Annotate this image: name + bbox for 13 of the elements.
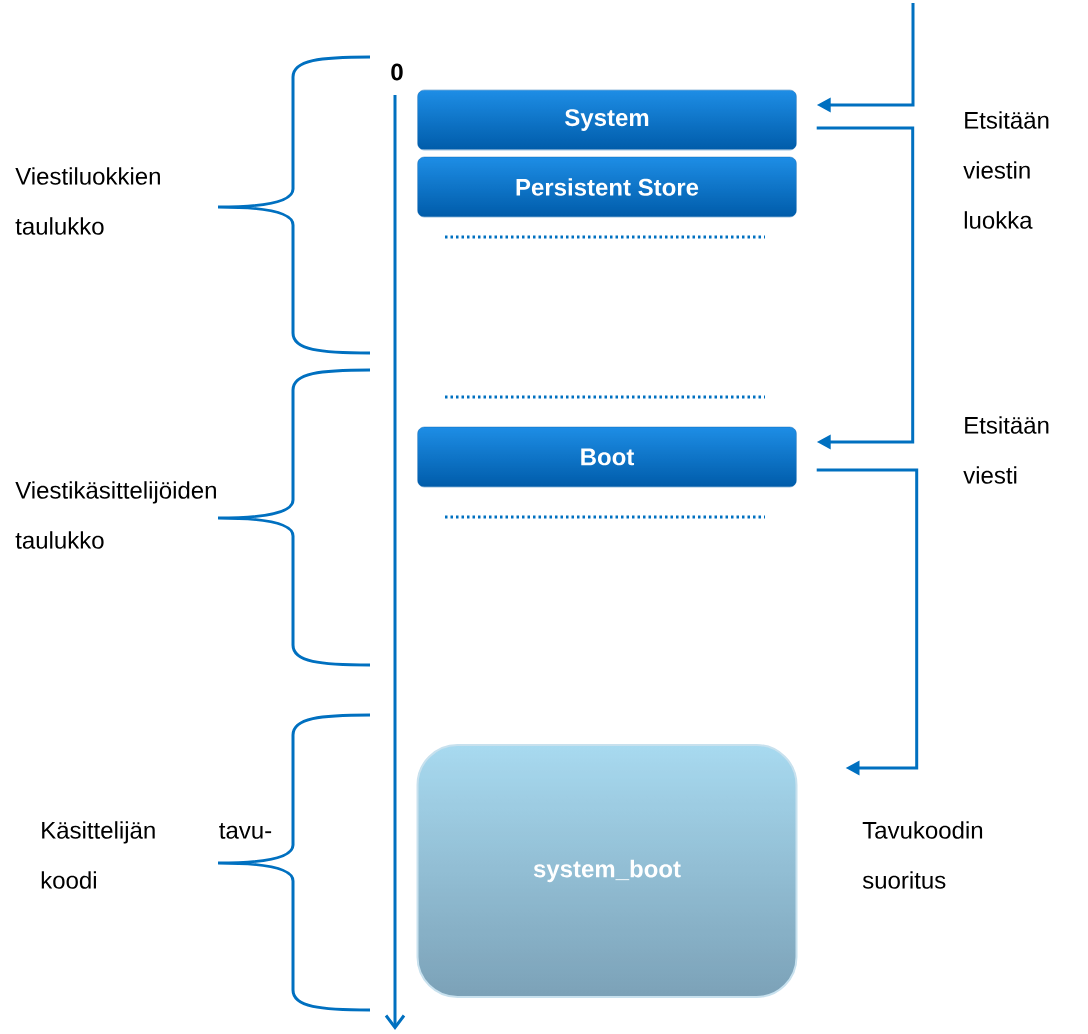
- axis-label: 0: [391, 63, 403, 81]
- bracket-label: Käsittelijän tavu- koodi: [41, 821, 272, 889]
- code-box: system_boot: [416, 744, 798, 998]
- table-entry-box: Boot: [417, 426, 797, 488]
- side-label: Etsitään viestin luokka: [963, 111, 1049, 229]
- side-label: Tavukoodin suoritus: [862, 821, 983, 889]
- arrow: [816, 468, 919, 776]
- arrow: [816, 126, 915, 450]
- side-label: Etsitään viesti: [963, 416, 1049, 484]
- table-entry-box: Persistent Store: [417, 156, 797, 218]
- bracket-label: Viestiluokkien taulukko: [15, 167, 160, 235]
- table-entry-box: System: [417, 89, 797, 151]
- bracket-label: Viestikäsittelijöiden taulukko: [15, 481, 216, 549]
